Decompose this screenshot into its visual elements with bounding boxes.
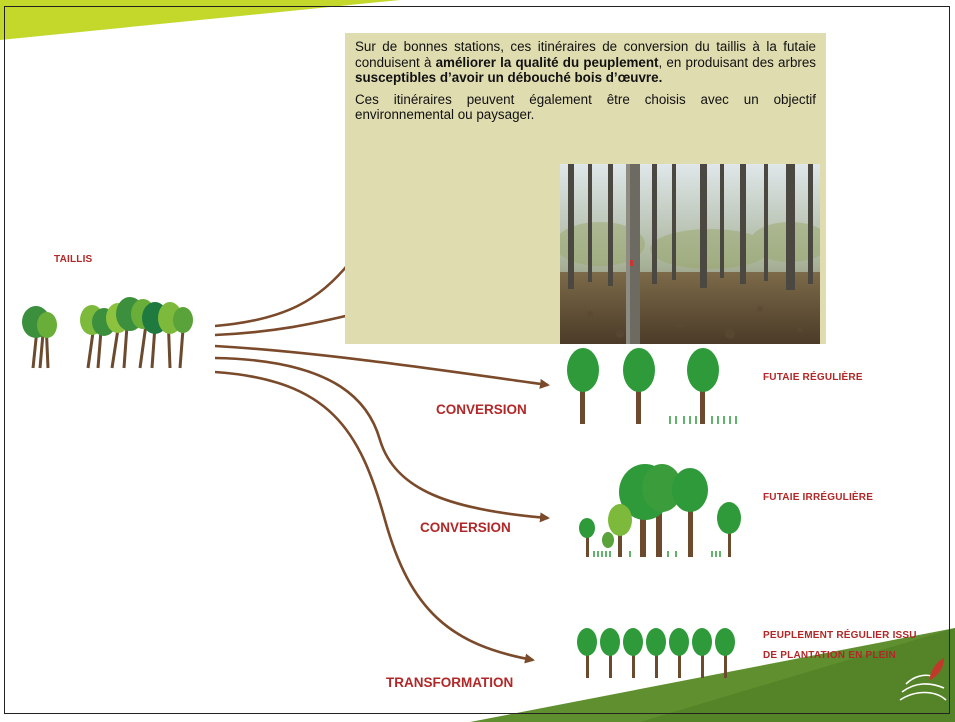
- conversion-label-2: CONVERSION: [420, 520, 511, 535]
- conversion-label-1: CONVERSION: [436, 402, 527, 417]
- slide-frame: [4, 6, 950, 714]
- arrow-futaie-irreguliere: [214, 356, 550, 523]
- info-paragraph-1: Sur de bonnes stations, ces itinéraires …: [355, 39, 816, 85]
- transformation-label: TRANSFORMATION: [386, 675, 514, 690]
- futaie-reguliere-label: Futaie Régulière: [763, 372, 863, 383]
- futaie-irreguliere-label: Futaie Irrégulière: [763, 492, 874, 503]
- arrow-to-photo-1: [214, 261, 352, 328]
- arrow-to-photo-2: [214, 313, 351, 337]
- plantation-label-line1: Peuplement Régulier issu: [763, 630, 917, 641]
- plantation-label-line2: de Plantation en plein: [763, 650, 896, 661]
- taillis-label: Taillis: [54, 254, 93, 265]
- arrow-plantation: [214, 370, 535, 664]
- info-paragraph-2: Ces itinéraires peuvent également être c…: [355, 91, 816, 123]
- arrow-futaie-reguliere: [214, 344, 550, 389]
- forest-photo: [560, 164, 820, 344]
